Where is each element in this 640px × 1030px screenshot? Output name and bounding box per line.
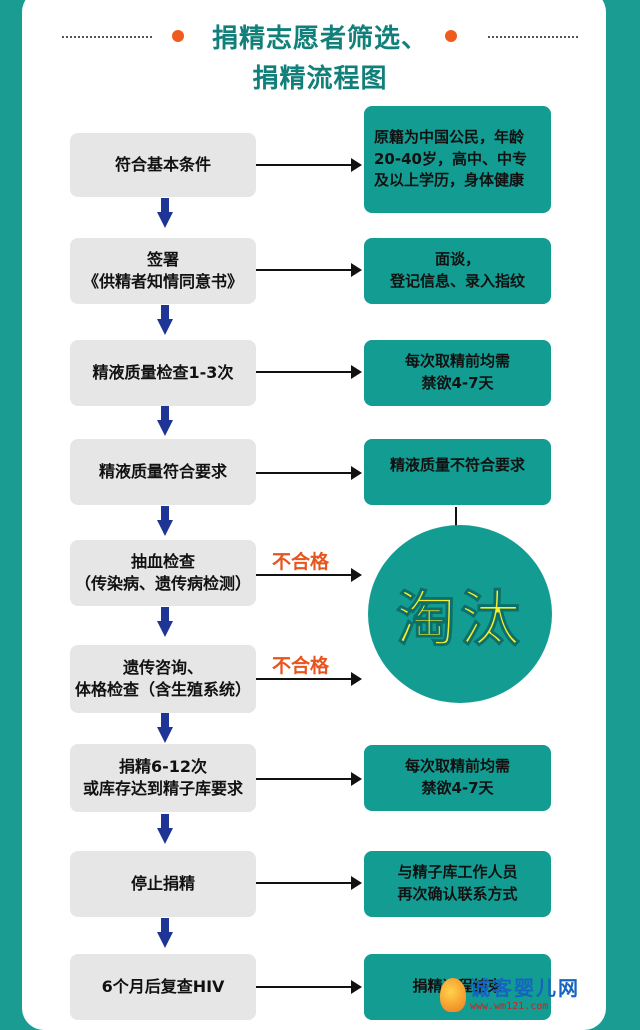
step-hiv-recheck: 6个月后复查HIV — [70, 954, 256, 1020]
right-arrow-icon — [256, 672, 362, 686]
right-arrow-icon — [256, 466, 362, 480]
step-blood-test: 抽血检查 （传染病、遗传病检测） — [70, 540, 256, 606]
down-arrow-icon — [157, 713, 173, 745]
step-basic-conditions: 符合基本条件 — [70, 133, 256, 197]
right-arrow-icon — [256, 263, 362, 277]
note-confirm-contact: 与精子库工作人员 再次确认联系方式 — [364, 851, 551, 917]
right-arrow-icon — [256, 365, 362, 379]
note-abstinence-2: 每次取精前均需 禁欲4-7天 — [364, 745, 551, 811]
down-arrow-icon — [157, 918, 173, 950]
step-semen-test: 精液质量检查1-3次 — [70, 340, 256, 406]
watermark-url: www.wm121.com — [470, 1001, 549, 1012]
step-semen-qualified: 精液质量符合要求 — [70, 439, 256, 505]
right-arrow-icon — [256, 980, 362, 994]
title-dots-right — [488, 36, 578, 40]
down-arrow-icon — [157, 305, 173, 337]
elimination-label: 淘汰 — [396, 584, 524, 655]
title-bullet-right — [445, 30, 457, 42]
note-basic-requirements: 原籍为中国公民，年龄20-40岁，高中、中专及以上学历，身体健康 — [364, 106, 551, 213]
baby-logo-icon — [440, 978, 466, 1012]
title-line-2: 捐精流程图 — [252, 64, 388, 94]
step-genetic-consult: 遗传咨询、 体格检查（含生殖系统） — [70, 645, 256, 713]
down-arrow-icon — [157, 814, 173, 846]
title-bullet-left — [172, 30, 184, 42]
down-arrow-icon — [157, 406, 173, 438]
step-stop-donation: 停止捐精 — [70, 851, 256, 917]
right-arrow-icon — [256, 158, 362, 172]
down-arrow-icon — [157, 506, 173, 538]
right-arrow-icon — [256, 772, 362, 786]
elimination-circle: 淘汰 — [368, 525, 552, 703]
step-donation: 捐精6-12次 或库存达到精子库要求 — [70, 744, 256, 812]
title-line-1: 捐精志愿者筛选、 — [211, 24, 428, 54]
right-arrow-icon — [256, 568, 362, 582]
down-arrow-icon — [157, 607, 173, 639]
note-interview: 面谈， 登记信息、录入指纹 — [364, 238, 551, 304]
note-abstinence: 每次取精前均需 禁欲4-7天 — [364, 340, 551, 406]
down-arrow-icon — [157, 198, 173, 230]
fail-label: 不合格 — [272, 655, 330, 677]
note-semen-unqualified: 精液质量不符合要求 — [364, 439, 551, 505]
step-sign-consent: 签署 《供精者知情同意书》 — [70, 238, 256, 304]
right-arrow-icon — [256, 876, 362, 890]
watermark: 诚客婴儿网 www.wm121.com — [440, 972, 580, 1012]
title-dots-left — [62, 36, 152, 40]
watermark-name: 诚客婴儿网 — [470, 976, 580, 1000]
fail-label: 不合格 — [272, 551, 330, 573]
